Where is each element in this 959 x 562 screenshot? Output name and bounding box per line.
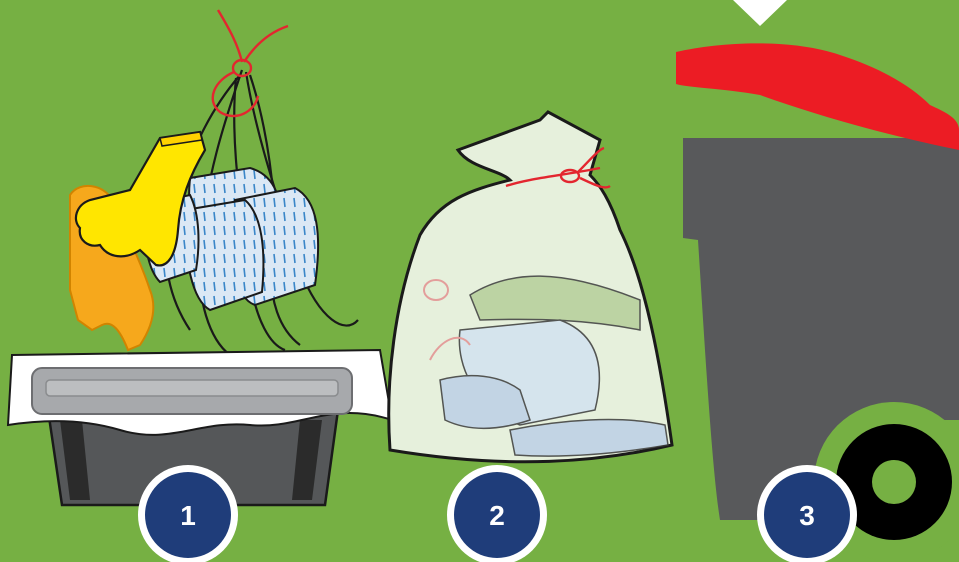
step-2-illustration [389,112,672,462]
step-badge-3: 3 [757,465,857,562]
step-badge-1: 1 [138,465,238,562]
step-badge-2: 2 [447,465,547,562]
down-arrow-icon [733,0,787,26]
bin-lid-icon [676,43,959,150]
step-number: 2 [489,500,505,531]
step-number: 1 [180,500,196,531]
step-1-illustration [8,10,392,505]
step-number: 3 [799,500,815,531]
